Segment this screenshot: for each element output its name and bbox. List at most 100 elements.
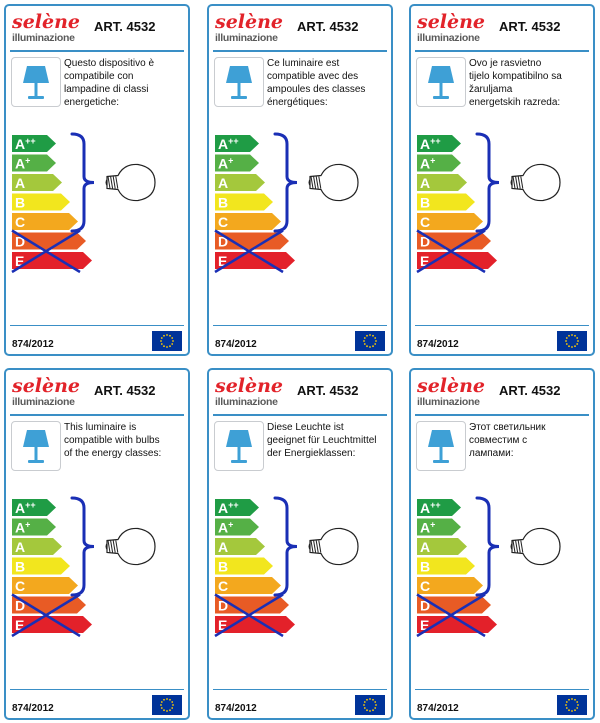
energy-label-card-2: selène illuminazione ART. 4532 Ce lumina…: [207, 4, 393, 356]
brand-logo: selène illuminazione: [215, 376, 295, 412]
energy-class-arrow: C: [417, 213, 483, 230]
excluded-classes-cross: [214, 229, 284, 274]
energy-class-label: B: [218, 195, 228, 211]
regulation-number: 874/2012: [12, 339, 54, 350]
brand-logo: selène illuminazione: [215, 12, 295, 48]
compatibility-text-line: geeignet für Leuchtmittel: [267, 435, 377, 446]
compatibility-text-line: compatible avec des: [267, 71, 359, 82]
energy-class-arrow: B: [12, 193, 70, 211]
energy-class-label: E: [218, 617, 227, 633]
regulation-number: 874/2012: [417, 703, 459, 714]
energy-class-label: B: [420, 559, 430, 575]
energy-class-arrow: A: [417, 174, 467, 191]
excluded-classes-cross: [416, 229, 486, 274]
article-number: ART. 4532: [297, 19, 359, 34]
energy-class-label: A+: [15, 520, 30, 536]
eu-flag-icon: [152, 331, 182, 351]
article-number: ART. 4532: [499, 19, 561, 34]
brand-logo: selène illuminazione: [12, 376, 92, 412]
lamp-icon-box: [11, 421, 61, 471]
compatibility-text-line: compatibile con: [64, 71, 134, 82]
energy-label-card-6: selène illuminazione ART. 4532 Этот свет…: [409, 368, 595, 720]
table-lamp-icon: [226, 66, 252, 99]
energy-class-label: B: [15, 195, 25, 211]
energy-class-arrow: A+: [215, 518, 259, 536]
energy-class-arrow: D: [215, 596, 289, 614]
header-divider: [415, 50, 589, 52]
energy-class-label: A++: [420, 500, 441, 516]
energy-class-label: B: [218, 559, 228, 575]
energy-class-arrow: B: [12, 557, 70, 575]
brand-subtitle: illuminazione: [12, 396, 75, 408]
light-bulb-icon: [510, 527, 561, 566]
energy-class-arrow: E: [12, 616, 92, 633]
brand-subtitle: illuminazione: [417, 396, 480, 408]
footer-divider: [213, 689, 387, 690]
brand-name: selène: [417, 375, 485, 397]
energy-class-label: A++: [15, 500, 36, 516]
article-number: ART. 4532: [94, 19, 156, 34]
compatible-range-bracket: [475, 132, 500, 233]
energy-class-arrow: D: [215, 232, 289, 250]
energy-class-arrow: B: [417, 557, 475, 575]
table-lamp-icon: [226, 430, 252, 463]
compatibility-text-line: énergétiques:: [267, 97, 328, 108]
energy-label-card-4: selène illuminazione ART. 4532 This lumi…: [4, 368, 190, 720]
energy-class-arrow: E: [417, 616, 497, 633]
energy-class-label: A: [218, 539, 228, 555]
brand-name: selène: [215, 11, 283, 33]
energy-class-label: D: [218, 598, 228, 614]
energy-class-label: A: [15, 175, 25, 191]
brand-subtitle: illuminazione: [215, 396, 278, 408]
energy-class-label: A+: [15, 156, 30, 172]
energy-class-label: E: [15, 617, 24, 633]
energy-class-label: A++: [218, 500, 239, 516]
excluded-classes-cross: [416, 593, 486, 638]
energy-class-label: A+: [420, 520, 435, 536]
header-divider: [415, 414, 589, 416]
energy-class-label: D: [420, 598, 430, 614]
energy-class-label: B: [420, 195, 430, 211]
energy-class-arrow: D: [12, 596, 86, 614]
energy-class-label: D: [218, 234, 228, 250]
regulation-number: 874/2012: [215, 339, 257, 350]
regulation-number: 874/2012: [12, 703, 54, 714]
energy-class-label: A++: [420, 136, 441, 152]
brand-subtitle: illuminazione: [12, 32, 75, 44]
energy-label-card-5: selène illuminazione ART. 4532 Diese Leu…: [207, 368, 393, 720]
article-number: ART. 4532: [297, 383, 359, 398]
energy-class-arrow: A: [215, 174, 265, 191]
energy-class-label: B: [15, 559, 25, 575]
table-lamp-icon: [23, 430, 49, 463]
footer-divider: [10, 689, 184, 690]
excluded-classes-cross: [214, 593, 284, 638]
energy-class-label: A+: [218, 520, 233, 536]
energy-class-arrow: C: [215, 213, 281, 230]
compatibility-text: Diese Leuchte ist geeignet für Leuchtmitt…: [267, 421, 389, 460]
brand-logo: selène illuminazione: [417, 376, 497, 412]
lamp-icon-box: [11, 57, 61, 107]
energy-class-arrow: A: [215, 538, 265, 555]
energy-class-arrow: D: [417, 596, 491, 614]
compatibility-text-line: This luminaire is: [64, 422, 137, 433]
table-lamp-icon: [428, 430, 454, 463]
lamp-icon-box: [214, 421, 264, 471]
compatibility-text-line: Ce luminaire est: [267, 58, 340, 69]
lamp-icon-box: [416, 421, 466, 471]
energy-class-arrow: D: [417, 232, 491, 250]
energy-class-label: A++: [218, 136, 239, 152]
brand-logo: selène illuminazione: [12, 12, 92, 48]
lamp-icon-box: [416, 57, 466, 107]
energy-class-label: A: [218, 175, 228, 191]
energy-class-label: D: [15, 598, 25, 614]
compatible-range-bracket: [273, 496, 298, 597]
energy-class-label: A+: [218, 156, 233, 172]
energy-class-label: A: [15, 539, 25, 555]
compatibility-text-line: Diese Leuchte ist: [267, 422, 344, 433]
compatibility-text-line: lampadine di classi: [64, 84, 149, 95]
table-lamp-icon: [428, 66, 454, 99]
compatibility-text-line: Ovo je rasvietno: [469, 58, 542, 69]
